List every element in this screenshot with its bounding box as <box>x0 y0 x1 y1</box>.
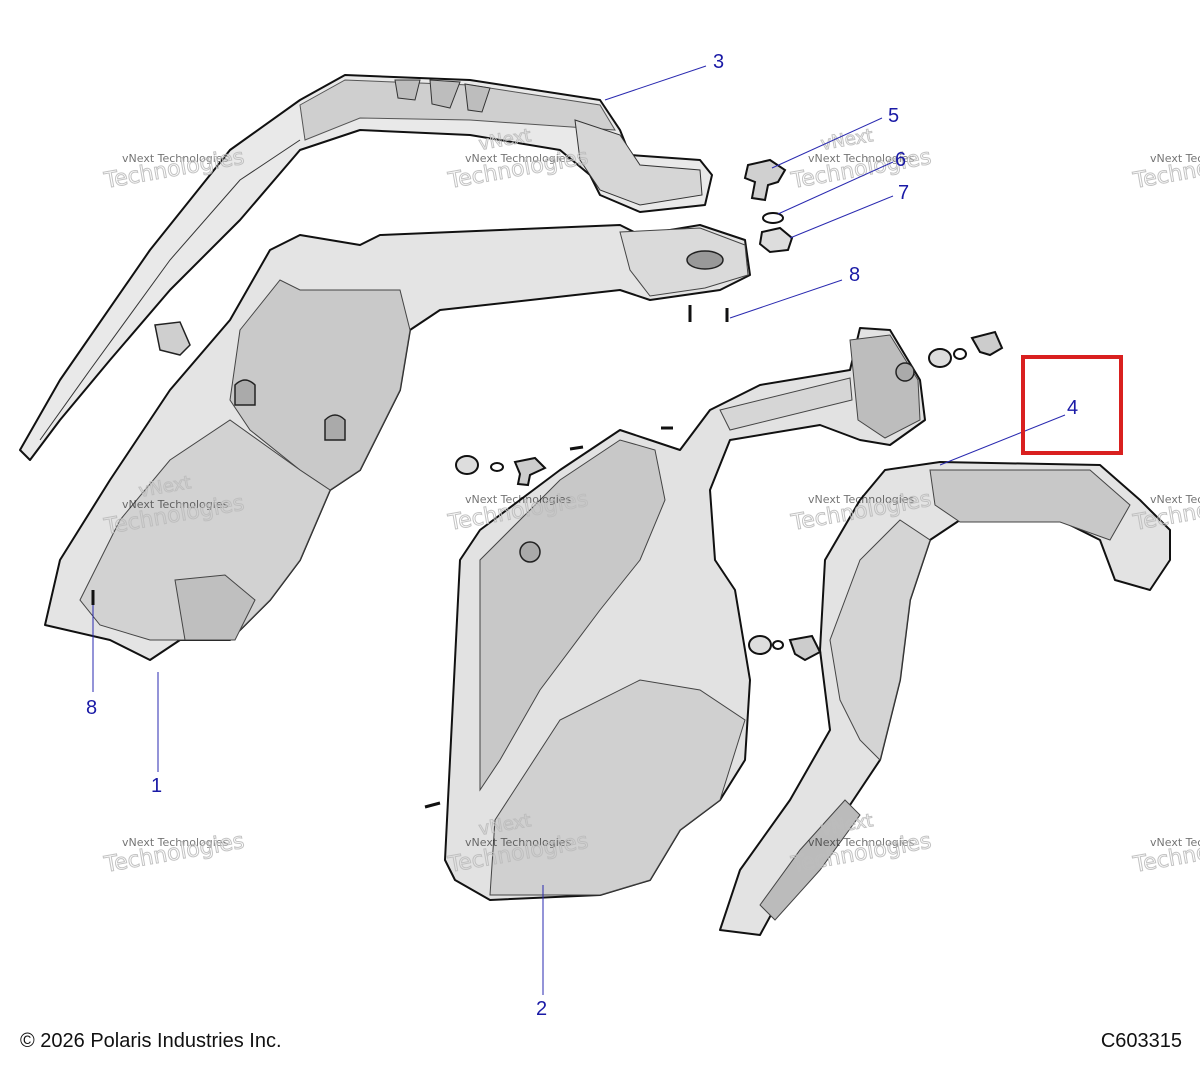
copyright-text: © 2026 Polaris Industries Inc. <box>20 1030 282 1052</box>
watermark-text: vNext Technologies <box>808 493 915 506</box>
callout-5[interactable]: 5 <box>888 105 899 127</box>
watermark-text: vNext Technologies <box>808 152 915 165</box>
watermark-text: vNext Technologies <box>465 836 572 849</box>
leader-7 <box>789 195 894 239</box>
drawing-id: C603315 <box>1100 1030 1182 1052</box>
watermark-text: vNext Technologies <box>122 498 229 511</box>
leader-6 <box>777 161 894 215</box>
callout-labels: 3 5 6 7 8 4 8 1 2 <box>86 51 1078 1020</box>
watermark-text: vNext Technologies <box>465 493 572 506</box>
watermark-text: vNext Technologies <box>1150 836 1200 849</box>
callout-1[interactable]: 1 <box>151 775 162 797</box>
leader-8-right <box>729 279 843 319</box>
callout-4[interactable]: 4 <box>1067 397 1078 419</box>
part-2-center-panel <box>424 327 1004 901</box>
callout-2[interactable]: 2 <box>536 998 547 1020</box>
watermark-text: vNext Technologies <box>122 836 229 849</box>
watermark-text: vNext Technologies <box>122 152 229 165</box>
part-1-left-panel <box>44 224 751 661</box>
leader-4 <box>939 414 1066 466</box>
leader-5 <box>771 117 883 169</box>
callout-8-right[interactable]: 8 <box>849 264 860 286</box>
part-3-upper-panel <box>19 74 713 461</box>
callout-3[interactable]: 3 <box>713 51 724 73</box>
watermark-text: vNext Technologies <box>1150 493 1200 506</box>
highlight-box <box>1021 355 1123 455</box>
hardware-5-6-7 <box>743 158 794 254</box>
leader-lines <box>92 65 1066 995</box>
callout-6[interactable]: 6 <box>895 149 906 171</box>
callout-8-left[interactable]: 8 <box>86 697 97 719</box>
watermark-text: vNext Technologies <box>1150 152 1200 165</box>
watermark-text: vNext Technologies <box>808 836 915 849</box>
part-4-right-panel <box>719 461 1171 936</box>
leader-3 <box>604 65 707 101</box>
watermark-text: vNext <box>819 125 874 155</box>
watermark-text: vNext Technologies <box>465 152 572 165</box>
callout-7[interactable]: 7 <box>898 182 909 204</box>
